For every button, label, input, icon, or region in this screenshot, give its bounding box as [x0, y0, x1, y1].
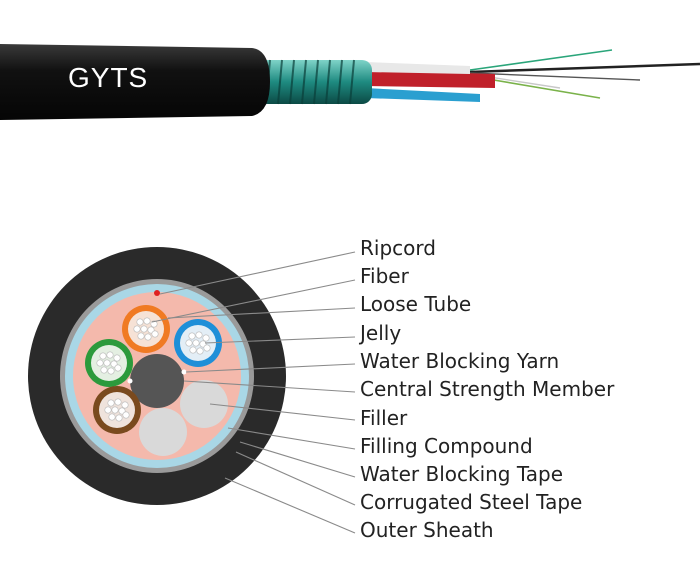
filler-2 [139, 408, 187, 456]
label-jelly: Jelly [360, 321, 402, 345]
leader-ripcord [159, 251, 356, 295]
water-blocking-yarn-dot-2 [181, 369, 187, 375]
leader-water-blocking-tape [239, 441, 356, 478]
leader-loose-tube [167, 307, 356, 319]
label-outer-sheath: Outer Sheath [360, 518, 494, 542]
cable-name-label: GYTS [68, 62, 149, 93]
leader-outer-sheath [224, 477, 356, 534]
cable-jacket [0, 44, 270, 120]
exposed-fibers [469, 49, 700, 99]
filler-1 [180, 380, 228, 428]
leader-corrugated-steel-tape [235, 451, 356, 506]
fibers-orange-tube [133, 317, 159, 341]
leader-filling-compound [227, 427, 356, 450]
fibers-blue-tube [185, 331, 211, 355]
label-water-blocking-tape: Water Blocking Tape [360, 462, 564, 486]
leader-central-strength-member [183, 380, 356, 393]
label-central-strength-member: Central Strength Member [360, 377, 615, 401]
ripcord-marker [154, 290, 160, 296]
exposed-steel-tape [258, 59, 372, 105]
leader-filler [209, 403, 356, 421]
label-loose-tube: Loose Tube [360, 292, 472, 316]
exposed-loose-tubes [365, 62, 495, 102]
central-strength-member [130, 354, 184, 408]
fibers-brown-tube [104, 398, 130, 422]
label-corrugated-steel-tape: Corrugated Steel Tape [360, 490, 583, 514]
leader-water-blocking-yarn [185, 363, 356, 373]
label-filler: Filler [360, 406, 408, 430]
label-fiber: Fiber [360, 264, 409, 288]
cable-photo [0, 44, 700, 120]
fibers-green-tube [96, 351, 122, 375]
label-water-blocking-yarn: Water Blocking Yarn [360, 349, 560, 373]
label-ripcord: Ripcord [360, 236, 436, 260]
cross-section-diagram [28, 247, 356, 534]
water-blocking-yarn-dot-1 [127, 378, 133, 384]
leader-jelly [204, 336, 356, 344]
leader-lines [151, 251, 356, 534]
label-filling-compound: Filling Compound [360, 434, 533, 458]
leader-fiber [151, 279, 356, 323]
